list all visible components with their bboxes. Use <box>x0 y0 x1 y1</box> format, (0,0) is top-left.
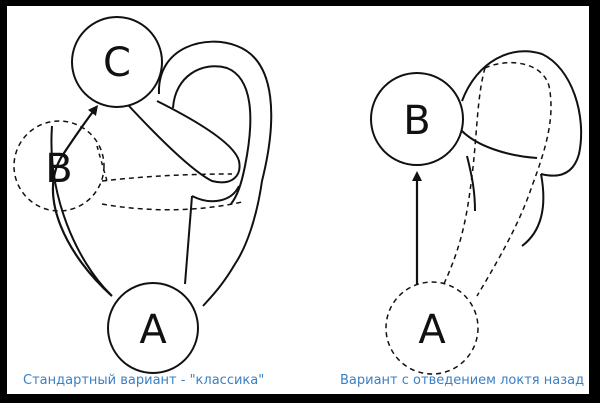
right-body-left <box>466 155 476 212</box>
right-diagram: B A <box>370 50 583 375</box>
left-label-b: B <box>45 146 72 192</box>
right-circle-a <box>385 281 479 375</box>
left-forearm-lower <box>191 185 240 203</box>
left-diagram: B C A <box>13 16 273 374</box>
diagram-svg: B C A <box>13 16 583 375</box>
left-upper-arm <box>128 100 241 184</box>
left-label-c: C <box>103 40 131 86</box>
right-elbow-outline <box>461 50 583 177</box>
right-circle-b <box>370 72 464 166</box>
left-dashed-guide-upper <box>101 173 233 182</box>
left-circle-b <box>13 120 105 212</box>
left-elbow-loop <box>157 40 273 307</box>
right-upper-solid <box>461 130 538 159</box>
left-dashed-guide-vertical <box>96 145 108 182</box>
left-dashed-guide-lower <box>101 201 243 211</box>
right-dashed-arm-inner <box>441 67 486 289</box>
left-body-outline <box>50 125 111 295</box>
left-elbow-inner <box>172 65 252 205</box>
left-circle-a <box>107 282 199 374</box>
right-caption: Вариант с отведением локтя назад <box>340 373 585 388</box>
left-trajectory-arrow <box>52 105 113 297</box>
right-dashed-arm-outer <box>476 62 552 297</box>
left-arm-vertical <box>184 195 193 285</box>
left-label-a: A <box>139 307 167 353</box>
left-caption: Стандартный вариант - "классика" <box>23 373 265 388</box>
right-forearm-solid <box>521 173 545 247</box>
right-label-a: A <box>418 307 446 353</box>
diagram-canvas: B C A <box>7 6 589 394</box>
right-label-b: B <box>403 98 430 144</box>
left-circle-c <box>71 16 163 108</box>
